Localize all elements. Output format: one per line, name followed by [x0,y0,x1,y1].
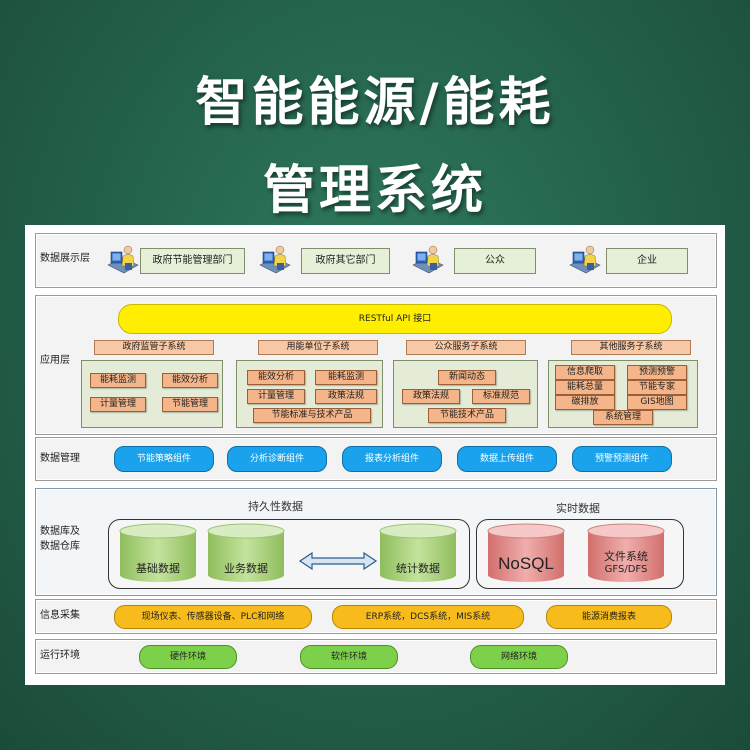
subsystem-header: 公众服务子系统 [406,340,526,355]
title-line-1: 智能能源/能耗 [195,73,555,133]
application-layer-label: 应用层 [40,355,70,366]
title-line-2: 管理系统 [262,161,487,221]
person-at-computer-icon [568,243,602,277]
restful-api-bar: RESTful API 接口 [118,304,672,334]
subsystem-item: 信息爬取 [555,365,615,380]
subsystem-box: 信息爬取 预测预警 能耗总量 节能专家 碳排放 GIS地图 系统管理 [548,360,698,428]
person-at-computer-icon [258,243,292,277]
subsystem-item: 政策法规 [315,389,377,404]
subsystem-item: 预测预警 [627,365,687,380]
cylinder-label-business-data: 业务数据 [224,562,268,575]
collection-source: 能源消费报表 [546,605,672,629]
database-cylinder-icon [487,523,565,582]
component-pill: 节能策略组件 [114,446,214,472]
person-at-computer-icon [106,243,140,277]
database-drawing [119,523,665,582]
subsystem-box: 新闻动态 政策法规 标准规范 节能技术产品 [393,360,538,428]
subsystem-item: 政策法规 [402,389,460,404]
cylinder-label-filesystem: 文件系统 [604,550,648,563]
group-public: 公众 [454,248,536,274]
subsystem-item: 计量管理 [247,389,305,404]
collection-layer-label: 信息采集 [40,610,80,621]
subsystem-item: 新闻动态 [438,370,496,385]
cylinder-label-basic-data: 基础数据 [136,562,180,575]
collection-layer: 信息采集 现场仪表、传感器设备、PLC和网络 ERP系统，DCS系统，MIS系统… [35,599,717,634]
presentation-layer: 数据展示层 政府节能管理部门 政府其它部门 公众 企业 [35,233,717,288]
subsystem-item: 碳排放 [555,395,615,410]
database-layer: 数据库及 数据仓库 持久性数据 实时数据 [35,488,717,596]
double-arrow-icon [298,551,378,571]
subsystem-header: 其他服务子系统 [571,340,691,355]
runtime-environment: 网络环境 [470,645,568,669]
subsystem-item: 能耗总量 [555,380,615,395]
data-management-layer: 数据管理 节能策略组件 分析诊断组件 报表分析组件 数据上传组件 预警预测组件 [35,437,717,481]
data-management-label: 数据管理 [40,453,80,464]
component-pill: 数据上传组件 [457,446,557,472]
person-at-computer-icon [411,243,445,277]
component-pill: 报表分析组件 [342,446,442,472]
subsystem-box: 能效分析 能耗监测 计量管理 政策法规 节能标准与技术产品 [236,360,383,428]
database-label-line-1: 数据库及 [40,526,80,537]
presentation-layer-label: 数据展示层 [40,253,90,264]
cylinder-label-statistics-data: 统计数据 [396,562,440,575]
runtime-layer-label: 运行环境 [40,650,80,661]
group-government-energy-dept: 政府节能管理部门 [140,248,245,274]
subsystem-item: 能耗监测 [90,373,146,388]
component-pill: 预警预测组件 [572,446,672,472]
runtime-environment: 软件环境 [300,645,398,669]
group-enterprise: 企业 [606,248,688,274]
group-other-government-dept: 政府其它部门 [301,248,390,274]
subsystem-item: 节能标准与技术产品 [253,408,371,423]
persistent-data-title: 持久性数据 [248,500,303,513]
subsystem-item: 节能管理 [162,397,218,412]
cylinder-label-gfs-dfs: GFS/DFS [604,564,648,575]
subsystem-item: 节能专家 [627,380,687,395]
application-layer: 应用层 RESTful API 接口 政府监管子系统 能耗监测 能效分析 计量管… [35,295,717,435]
collection-source: ERP系统，DCS系统，MIS系统 [332,605,524,629]
cylinder-label-nosql: NoSQL [498,554,554,573]
database-cylinder-icon [207,523,285,582]
subsystem-item: 能效分析 [247,370,305,385]
architecture-panel: 数据展示层 政府节能管理部门 政府其它部门 公众 企业 应用层 RESTful … [25,225,725,685]
subsystem-item: 计量管理 [90,397,146,412]
runtime-layer: 运行环境 硬件环境 软件环境 网络环境 [35,639,717,674]
database-cylinder-icon [587,523,665,582]
subsystem-item: 能耗监测 [315,370,377,385]
subsystem-item: 能效分析 [162,373,218,388]
subsystem-item: 标准规范 [472,389,530,404]
database-cylinder-icon [379,523,457,582]
subsystem-item: GIS地图 [627,395,687,410]
runtime-environment: 硬件环境 [139,645,237,669]
database-label-line-2: 数据仓库 [40,541,80,552]
subsystem-item: 系统管理 [593,410,653,425]
subsystem-item: 节能技术产品 [428,408,506,423]
subsystem-box: 能耗监测 能效分析 计量管理 节能管理 [81,360,223,428]
realtime-data-title: 实时数据 [556,502,600,515]
subsystem-header: 用能单位子系统 [258,340,378,355]
component-pill: 分析诊断组件 [227,446,327,472]
database-cylinder-icon [119,523,197,582]
subsystem-header: 政府监管子系统 [94,340,214,355]
collection-source: 现场仪表、传感器设备、PLC和网络 [114,605,312,629]
